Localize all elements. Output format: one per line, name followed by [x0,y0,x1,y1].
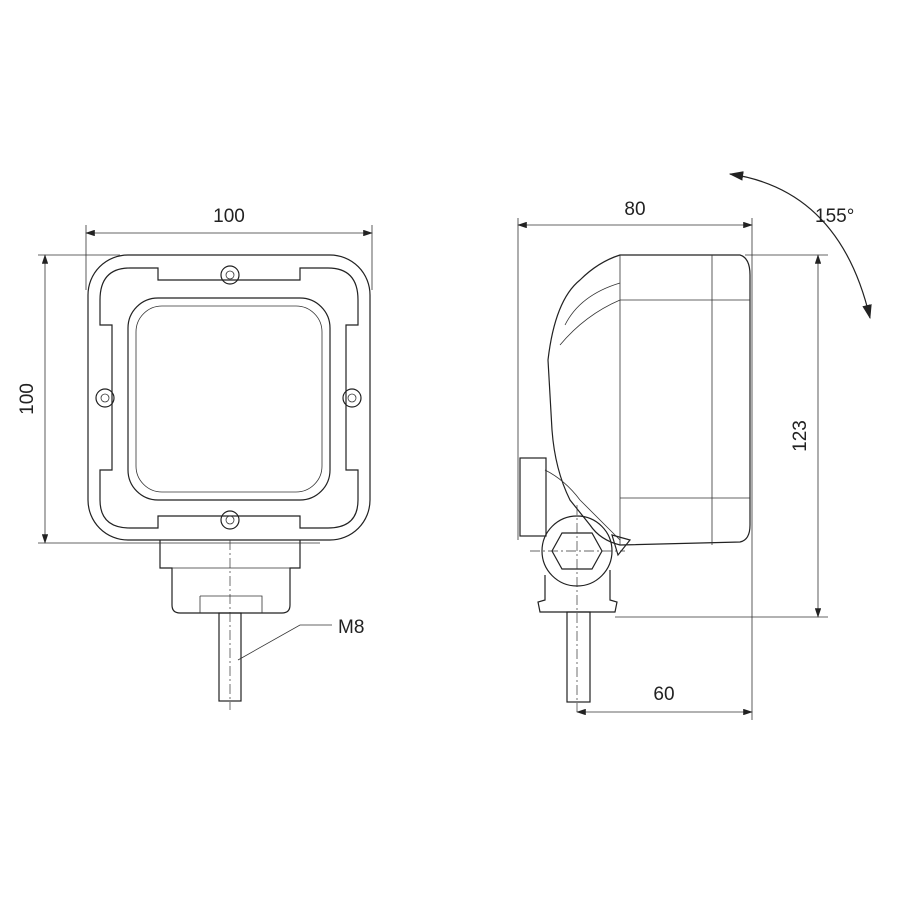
housing-outline [87,254,371,541]
lens-inner [135,305,323,493]
mount-offset-label: 60 [653,684,674,705]
bolt-icon [95,265,362,530]
thread-label: M8 [338,617,364,638]
height-label: 100 [17,383,38,415]
width-label: 100 [213,206,245,227]
tilt-angle-label: 155° [815,206,854,227]
cable-gland [519,457,547,537]
bezel-outline [99,267,359,529]
tilt-arc-arrow [728,171,872,320]
thread-leader [237,624,332,661]
side-bracket [537,570,618,613]
depth-label: 80 [624,199,645,220]
front-view: 100 100 M8 [17,206,373,710]
side-view: 80 123 60 155° [517,171,872,720]
side-height-label: 123 [790,420,811,452]
lens-outer [127,297,331,501]
side-stud [566,611,591,703]
lamp-body [547,254,751,546]
